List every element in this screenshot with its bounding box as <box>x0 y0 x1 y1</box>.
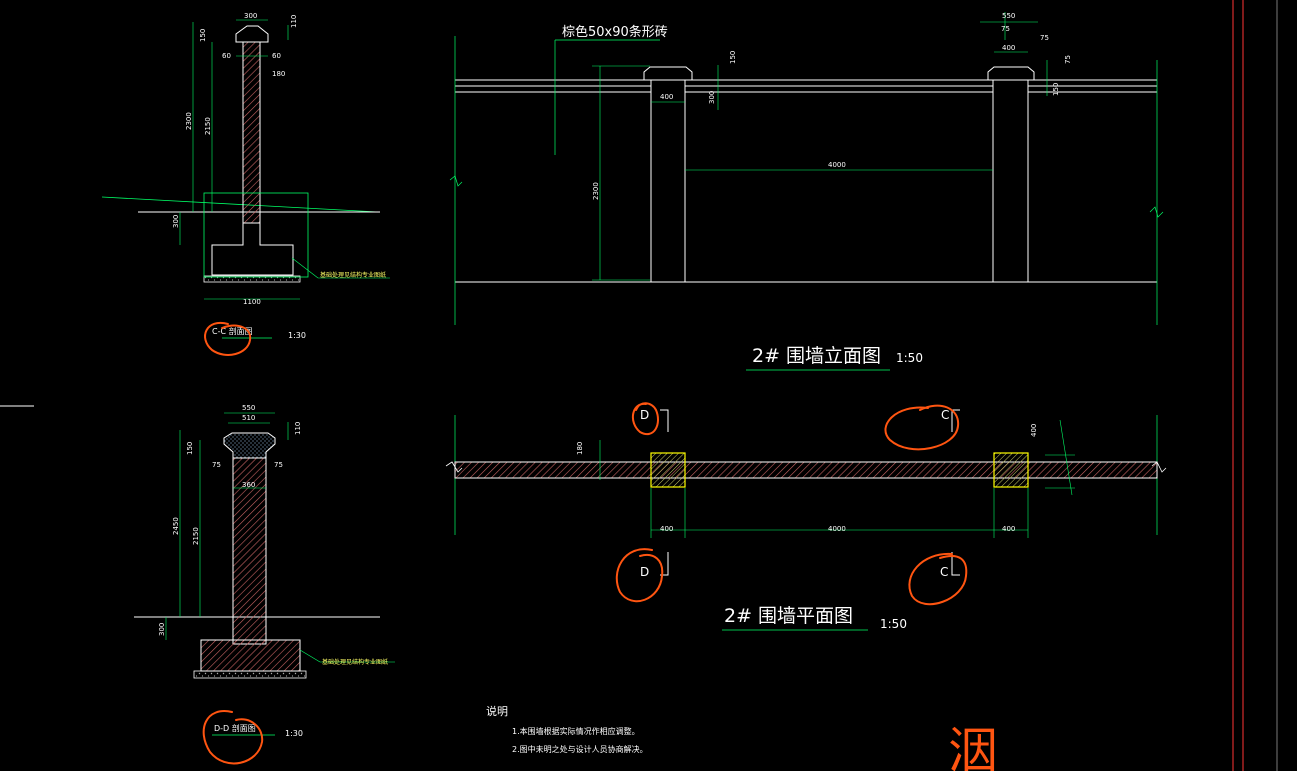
review-markup <box>202 321 968 765</box>
elev-dim-550: 550 <box>1002 12 1015 20</box>
plan-dim-180: 180 <box>576 442 584 455</box>
elev-dim-150-right: 150 <box>1052 83 1060 96</box>
circle-mark-cc <box>204 321 252 356</box>
dd-dim-550: 550 <box>242 404 255 412</box>
dd-dim-150: 150 <box>186 442 194 455</box>
cc-dim-150: 150 <box>199 29 207 42</box>
notes-item-1: 1.本围墙根据实际情况作相应调整。 <box>512 726 640 736</box>
cc-dim-1100: 1100 <box>243 298 261 306</box>
elevation-scale: 1:50 <box>896 351 923 365</box>
plan-title: 2# 围墙平面图 <box>724 605 853 627</box>
cc-section-title: C-C 剖面图 <box>212 326 253 336</box>
dd-dim-110: 110 <box>294 422 302 435</box>
dd-dim-2450: 2450 <box>172 517 180 535</box>
cc-dim-180: 180 <box>272 70 285 78</box>
dd-dim-300-footing: 300 <box>158 623 166 636</box>
plan-scale: 1:50 <box>880 617 907 631</box>
elev-dim-300-left: 300 <box>708 91 716 104</box>
notes-block: 说明 1.本围墙根据实际情况作相应调整。 2.图中未明之处与设计人员协商解决。 <box>486 704 648 754</box>
dd-dim-75-right: 75 <box>274 461 283 469</box>
cc-dim-2300: 2300 <box>185 112 193 130</box>
notes-heading: 说明 <box>486 704 508 718</box>
elev-dim-400-top: 400 <box>1002 44 1015 52</box>
wall-elevation: 棕色50x90条形砖 400 4000 2300 150 300 550 75 … <box>449 12 1164 371</box>
elev-dim-75-a: 75 <box>1001 25 1010 33</box>
notes-item-2: 2.图中未明之处与设计人员协商解决。 <box>512 744 648 754</box>
section-cc: 300 110 60 60 180 150 2300 2150 300 1100… <box>101 12 390 340</box>
cc-dim-60-right: 60 <box>272 52 281 60</box>
circle-mark-dd <box>202 710 264 765</box>
circle-mark-d-top <box>631 402 659 435</box>
plan-dim-4000: 4000 <box>828 525 846 533</box>
elev-material-label: 棕色50x90条形砖 <box>562 24 668 40</box>
dd-dim-75-left: 75 <box>212 461 221 469</box>
plan-dim-400-a: 400 <box>660 525 673 533</box>
plan-dim-400-right: 400 <box>1030 424 1038 437</box>
circle-mark-c-top <box>884 404 960 451</box>
circle-mark-c-bottom <box>908 552 968 606</box>
dd-dim-510: 510 <box>242 414 255 422</box>
circle-mark-d-bottom <box>615 548 664 603</box>
elev-dim-2300: 2300 <box>592 182 600 200</box>
elev-dim-150-left: 150 <box>729 51 737 64</box>
cc-dim-300: 300 <box>244 12 257 20</box>
plan-marker-d-top: D <box>640 408 649 422</box>
cc-foundation-note: 基础处理见结构专业图纸 <box>320 271 386 279</box>
dd-section-title: D-D 剖面图 <box>214 723 256 733</box>
cc-dim-110: 110 <box>290 15 298 28</box>
elev-dim-75-right: 75 <box>1064 55 1072 64</box>
dd-section-scale: 1:30 <box>285 729 303 738</box>
section-dd: 550 510 110 75 75 360 150 2450 2150 300 … <box>134 404 395 738</box>
plan-marker-c-bottom: C <box>940 565 948 579</box>
plan-marker-d-bottom: D <box>640 565 649 579</box>
dd-foundation-note: 基础处理见结构专业图纸 <box>322 658 388 666</box>
cc-dim-300-footing: 300 <box>172 215 180 228</box>
elevation-title: 2# 围墙立面图 <box>752 345 881 367</box>
cc-dim-60-left: 60 <box>222 52 231 60</box>
dd-dim-2150: 2150 <box>192 527 200 545</box>
cc-dim-2150: 2150 <box>204 117 212 135</box>
dd-dim-360: 360 <box>242 481 255 489</box>
elev-dim-4000: 4000 <box>828 161 846 169</box>
wall-plan: 180 400 400 4000 400 D C D C 2# 围墙平面图 1:… <box>445 408 1167 631</box>
plan-dim-400-b: 400 <box>1002 525 1015 533</box>
plan-marker-c-top: C <box>941 408 949 422</box>
cc-section-scale: 1:30 <box>288 331 306 340</box>
handwritten-mark: 洇 <box>948 722 998 771</box>
elev-dim-400-pier: 400 <box>660 93 673 101</box>
elev-dim-75-b: 75 <box>1040 34 1049 42</box>
